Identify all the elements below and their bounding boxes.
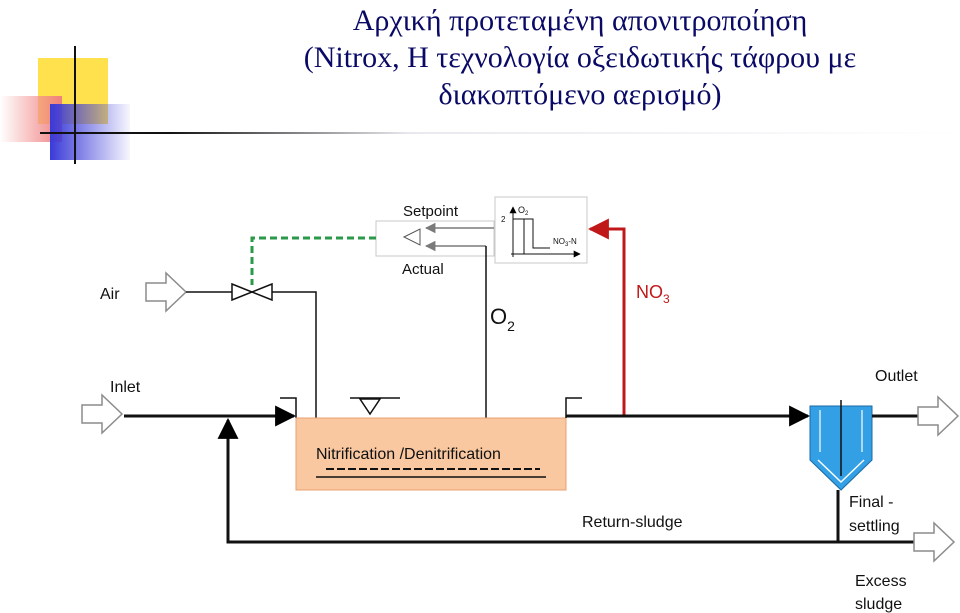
outlet-label: Outlet (875, 368, 918, 385)
setpoint-label: Setpoint (403, 203, 459, 220)
final-settling-label-1: Final - (849, 494, 893, 511)
graph-y-label: O2 (518, 205, 529, 217)
tank-label: Nitrification /Denitrification (316, 446, 501, 463)
nitrate-signal-line (587, 218, 626, 416)
actual-label: Actual (402, 261, 444, 278)
air-valve-icon-right (249, 282, 273, 302)
excess-sludge-hollow-arrow (913, 521, 956, 563)
decoration-vertical-line (74, 46, 76, 164)
graph-x-label: NO3-N (553, 237, 577, 248)
aeration-tank (295, 417, 567, 491)
controller-box (375, 220, 495, 257)
outlet-hollow-arrow (917, 395, 960, 437)
water-level-icon (358, 398, 382, 416)
air-pipe-to-tank (272, 291, 317, 470)
inlet-label: Inlet (110, 379, 141, 396)
inlet-hollow-arrow (81, 393, 124, 435)
control-signal-line (250, 236, 376, 285)
return-sludge-pipe (217, 417, 840, 544)
no3-label: NO3 (636, 282, 670, 306)
title-line-3: διακοπτόμενο αερισμό) (438, 78, 722, 111)
excess-sludge-label-2: sludge (855, 596, 902, 613)
return-sludge-label: Return-sludge (582, 514, 683, 531)
graph-y-tick-label: 2 (501, 215, 506, 224)
graph-curve (513, 218, 550, 249)
title-line-2: (Nitrox, Η τεχνολογία οξειδωτικής τάφρου… (303, 41, 857, 74)
air-label: Air (100, 286, 120, 303)
o2-label: O2 (490, 304, 515, 334)
comparator-triangle (402, 228, 421, 246)
slide-title: Αρχική προτεταμένη απονιτροποίηση (Nitro… (200, 2, 960, 113)
tank-wall-left (280, 397, 297, 418)
excess-sludge-label-1: Excess (855, 573, 907, 590)
decoration-horizontal-line (40, 132, 960, 134)
tank-wall-right (565, 397, 582, 418)
clarifier-inner-v (817, 459, 865, 484)
air-valve-icon (231, 282, 255, 302)
title-line-1: Αρχική προτεταμένη απονιτροποίηση (352, 4, 808, 37)
controller-graph-box (494, 196, 588, 264)
air-hollow-arrow (145, 271, 188, 313)
final-settling-label-2: settling (849, 518, 900, 535)
